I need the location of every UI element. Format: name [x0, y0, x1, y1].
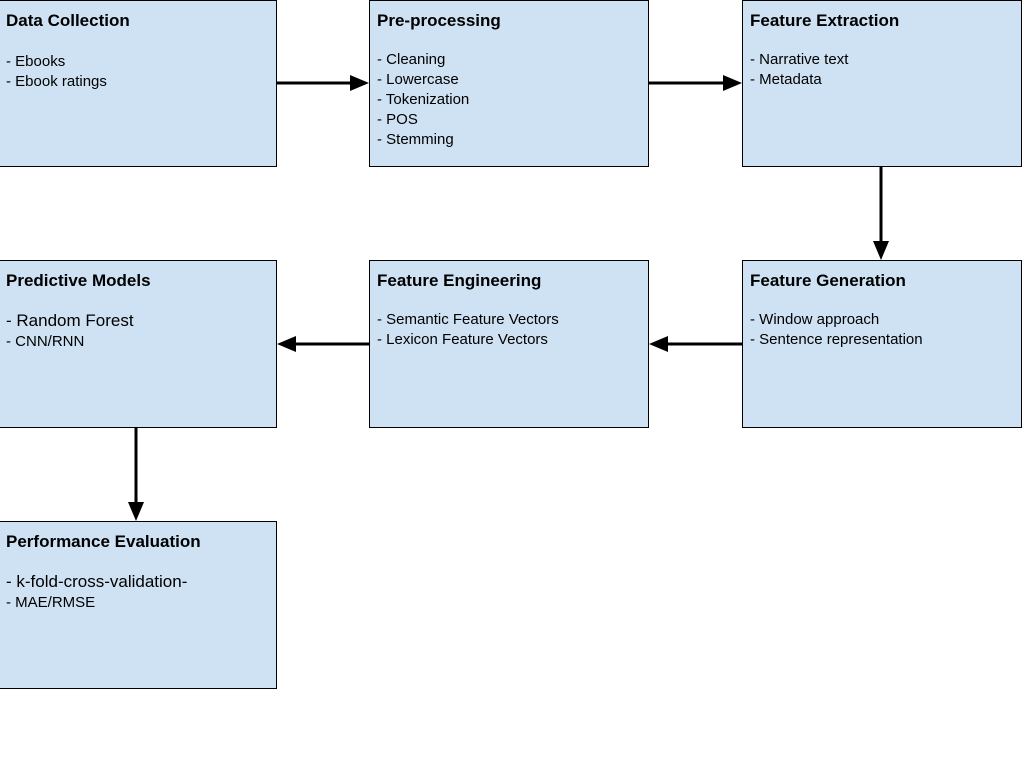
performance-evaluation-box: Performance Evaluation - k-fold-cross-va…	[0, 521, 277, 689]
performance-evaluation-item: - k-fold-cross-validation-	[6, 572, 188, 591]
arrowhead-left	[277, 336, 296, 352]
feature-extraction-item: - Narrative text	[750, 51, 849, 68]
feature-extraction-box: Feature Extraction - Narrative text - Me…	[742, 0, 1022, 167]
predictive-models-title: Predictive Models	[6, 271, 151, 290]
feature-engineering-box: Feature Engineering - Semantic Feature V…	[369, 260, 649, 428]
data-collection-title: Data Collection	[6, 11, 130, 30]
preprocessing-item: - Lowercase	[377, 71, 459, 88]
performance-evaluation-title: Performance Evaluation	[6, 532, 201, 551]
feature-extraction-title: Feature Extraction	[750, 11, 900, 30]
performance-evaluation-item: - MAE/RMSE	[6, 594, 96, 611]
preprocessing-item: - Stemming	[377, 131, 454, 148]
arrowhead-down	[128, 502, 144, 521]
feature-engineering-item: - Semantic Feature Vectors	[377, 311, 559, 328]
data-collection-item: - Ebook ratings	[6, 73, 107, 90]
feature-generation-item: - Window approach	[750, 311, 880, 328]
feature-engineering-item: - Lexicon Feature Vectors	[377, 331, 548, 348]
data-collection-box: Data Collection - Ebooks - Ebook ratings	[0, 0, 277, 167]
preprocessing-item: - POS	[377, 111, 418, 128]
preprocessing-title: Pre-processing	[377, 11, 501, 30]
data-collection-item: - Ebooks	[6, 53, 66, 70]
arrowhead-left	[649, 336, 668, 352]
feature-engineering-title: Feature Engineering	[377, 271, 542, 290]
preprocessing-box: Pre-processing - Cleaning - Lowercase - …	[369, 0, 649, 167]
feature-generation-item: - Sentence representation	[750, 331, 923, 348]
predictive-models-item: - CNN/RNN	[6, 333, 85, 350]
arrowhead-right	[350, 75, 369, 91]
feature-extraction-item: - Metadata	[750, 71, 822, 88]
arrowhead-down	[873, 241, 889, 260]
feature-generation-title: Feature Generation	[750, 271, 906, 290]
preprocessing-item: - Tokenization	[377, 91, 470, 108]
predictive-models-item: - Random Forest	[6, 311, 134, 330]
feature-generation-box: Feature Generation - Window approach - S…	[742, 260, 1022, 428]
preprocessing-item: - Cleaning	[377, 51, 446, 68]
predictive-models-box: Predictive Models - Random Forest - CNN/…	[0, 260, 277, 428]
arrowhead-right	[723, 75, 742, 91]
